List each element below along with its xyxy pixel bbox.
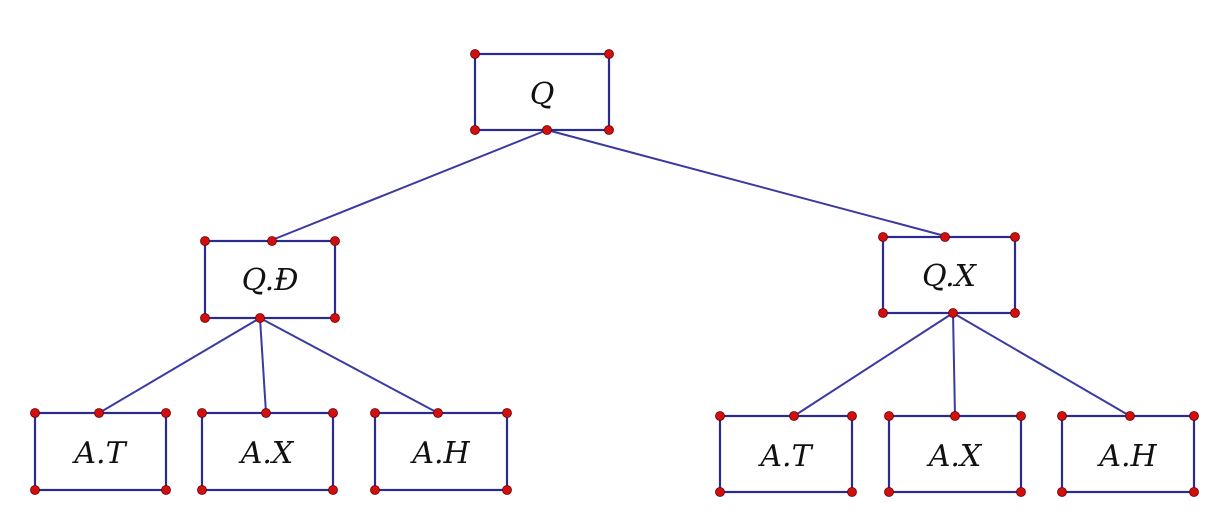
vertex-dot (884, 411, 894, 421)
vertex-dot (255, 313, 265, 323)
vertex-dot (433, 408, 443, 418)
vertex-dot (200, 236, 210, 246)
edge-root-left-child (271, 129, 548, 241)
node-root-label: Q (530, 77, 555, 112)
edges (98, 129, 1131, 417)
vertex-dot (715, 487, 725, 497)
vertex-dot (30, 485, 40, 495)
node-right-leaf-1-box (718, 414, 854, 494)
node-right-child-box (881, 235, 1017, 315)
vertex-dot (884, 487, 894, 497)
vertex-dot (950, 411, 960, 421)
edge-root-right-child (546, 129, 946, 237)
node-left-leaf-2-label: A.X (238, 436, 295, 471)
vertex-dot (197, 408, 207, 418)
vertex-dot (197, 485, 207, 495)
vertex-dot (470, 125, 480, 135)
vertex-dot (1189, 487, 1199, 497)
node-root-box (473, 52, 611, 132)
edge-left-child-leaf-1 (98, 317, 261, 414)
node-right-leaf-2-label: A.X (926, 439, 983, 474)
node-right-child: Q.X (881, 235, 1017, 315)
vertex-dot (1189, 411, 1199, 421)
node-left-leaf-3: A.H (373, 411, 509, 492)
vertex-dot (30, 408, 40, 418)
vertex-dot (948, 308, 958, 318)
vertex-dot (604, 49, 614, 59)
node-left-leaf-3-label: A.H (409, 436, 470, 471)
vertex-dot (1016, 411, 1026, 421)
vertex-dot (267, 236, 277, 246)
node-left-child: Q.Đ (203, 239, 337, 320)
vertex-dot (370, 408, 380, 418)
vertex-dot (94, 408, 104, 418)
vertex-dot (847, 411, 857, 421)
vertex-dot (878, 232, 888, 242)
edge-left-child-leaf-3 (259, 317, 439, 414)
node-root: Q (473, 52, 611, 132)
node-right-leaf-2: A.X (887, 414, 1023, 494)
node-left-child-label: Q.Đ (242, 263, 299, 298)
node-left-leaf-2-box (200, 411, 335, 492)
node-right-leaf-3-label: A.H (1096, 439, 1157, 474)
vertex-dot (161, 485, 171, 495)
vertex-dot (470, 49, 480, 59)
vertex-dot (1010, 308, 1020, 318)
node-left-leaf-1-label: A.T (71, 436, 127, 471)
node-right-leaf-3-box (1060, 414, 1196, 494)
node-left-leaf-2: A.X (200, 411, 335, 492)
node-left-child-box (203, 239, 337, 320)
node-left-leaf-1: A.T (33, 411, 168, 492)
node-right-child-label: Q.X (922, 259, 978, 294)
vertex-dot (1016, 487, 1026, 497)
vertex-dot (847, 487, 857, 497)
edge-right-child-leaf-2 (952, 312, 956, 417)
vertex-dot (789, 411, 799, 421)
vertex-dot (328, 408, 338, 418)
vertex-dot (604, 125, 614, 135)
vertex-dot (1057, 411, 1067, 421)
vertex-dot (502, 408, 512, 418)
vertex-dot (1125, 411, 1135, 421)
vertex-dot (542, 125, 552, 135)
vertex-dot (330, 313, 340, 323)
vertex-dot (502, 485, 512, 495)
vertex-dot (200, 313, 210, 323)
edge-right-child-leaf-1 (793, 312, 954, 417)
node-right-leaf-3: A.H (1060, 414, 1196, 494)
vertex-dot (261, 408, 271, 418)
vertex-dot (328, 485, 338, 495)
edge-right-child-leaf-3 (952, 312, 1131, 417)
vertex-dot (161, 408, 171, 418)
vertex-dots (30, 49, 1199, 497)
vertex-dot (878, 308, 888, 318)
node-right-leaf-1: A.T (718, 414, 854, 494)
vertex-dot (1057, 487, 1067, 497)
edge-left-child-leaf-2 (259, 317, 267, 414)
node-right-leaf-1-label: A.T (757, 439, 813, 474)
vertex-dot (330, 236, 340, 246)
vertex-dot (940, 232, 950, 242)
vertex-dot (1010, 232, 1020, 242)
node-right-leaf-2-box (887, 414, 1023, 494)
vertex-dot (715, 411, 725, 421)
vertex-dot (370, 485, 380, 495)
